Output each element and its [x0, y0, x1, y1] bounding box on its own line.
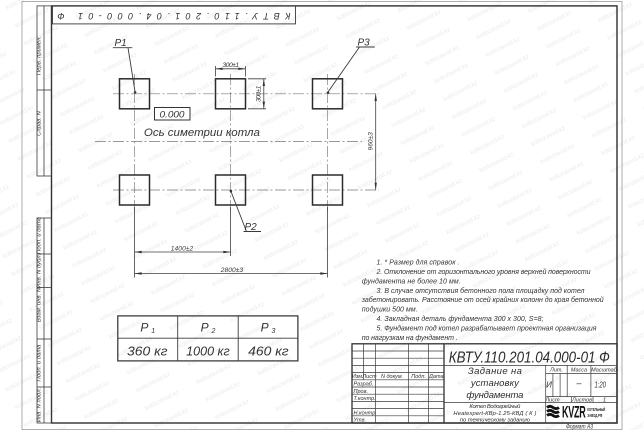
svg-text:2. Отклонение от горизонтальн: 2. Отклонение от горизонтального уровня …	[376, 268, 591, 276]
svg-text:фундамента: фундамента	[466, 390, 523, 401]
svg-text:Взам. инв. N: Взам. инв. N	[37, 287, 43, 322]
svg-text:Подп. и дата: Подп. и дата	[37, 216, 43, 254]
svg-text:–: –	[575, 378, 582, 388]
svg-text:Подп. и дата: Подп. и дата	[37, 344, 43, 382]
svg-text:Лист: Лист	[361, 374, 377, 380]
svg-text:КВТУ.110.201.04.000-01 Ф: КВТУ.110.201.04.000-01 Ф	[449, 350, 610, 367]
svg-text:Т.контр.: Т.контр.	[354, 396, 376, 402]
svg-text:4. Закладная деталь фундамент: 4. Закладная деталь фундамента 300 х 300…	[377, 315, 544, 323]
svg-text:Инв. N подл.: Инв. N подл.	[37, 388, 43, 422]
svg-text:2800±3: 2800±3	[220, 267, 244, 274]
svg-text:Н.контр.: Н.контр.	[354, 410, 377, 416]
svg-text:1000 кг: 1000 кг	[186, 345, 230, 359]
svg-text:960±3: 960±3	[367, 132, 374, 151]
svg-text:Задание на: Задание на	[468, 366, 522, 377]
svg-text:фундамента не более 10 мм.: фундамента не более 10 мм.	[362, 277, 461, 285]
svg-text:забетонировать. Расстояние от: забетонировать. Расстояние от осей крайн…	[361, 296, 604, 304]
svg-text:Лит.: Лит.	[549, 367, 563, 373]
svg-text:по техническому заданию: по техническому заданию	[460, 417, 531, 423]
svg-text:Котел Водогрейный: Котел Водогрейный	[469, 403, 521, 410]
svg-text:Разраб.: Разраб.	[354, 382, 374, 388]
svg-text:N докум.: N докум.	[381, 374, 403, 380]
svg-text:5. Фундамент под котел разраб: 5. Фундамент под котел разрабатывает про…	[377, 324, 597, 332]
svg-text:Перв. примен.: Перв. примен.	[37, 36, 43, 75]
svg-text:Инв. N дубл.: Инв. N дубл.	[37, 254, 43, 288]
svg-text:460 кг: 460 кг	[248, 345, 289, 359]
svg-text:360 кг: 360 кг	[127, 345, 168, 359]
svg-text:1400±2: 1400±2	[171, 245, 194, 252]
svg-text:Дата: Дата	[428, 374, 444, 380]
svg-text:Пров.: Пров.	[354, 389, 369, 395]
svg-text:3. В случае отсутствия бетонн: 3. В случае отсутствия бетонного пола пл…	[377, 287, 585, 295]
svg-text:по нагрузкам на фундамент .: по нагрузкам на фундамент .	[362, 334, 458, 342]
svg-text:1: 1	[603, 398, 606, 404]
svg-text:1:20: 1:20	[594, 380, 606, 389]
svg-text:Лист: Лист	[544, 398, 560, 404]
svg-text:Изм.: Изм.	[352, 374, 364, 380]
svg-text:KVZR: KVZR	[562, 403, 586, 422]
svg-text:P3: P3	[358, 37, 371, 48]
svg-text:Подп.: Подп.	[411, 374, 426, 380]
svg-text:Ось симетрии котла: Ось симетрии котла	[144, 127, 260, 139]
svg-text:P1: P1	[115, 38, 127, 49]
svg-text:Масса: Масса	[571, 367, 587, 373]
svg-text:И: И	[546, 380, 552, 389]
svg-text:P2: P2	[245, 222, 258, 233]
svg-text:подушки 500 мм.: подушки 500 мм.	[362, 306, 418, 314]
svg-text:300±1: 300±1	[255, 85, 262, 102]
svg-text:1. * Размер для справок .: 1. * Размер для справок .	[377, 259, 460, 267]
svg-text:Масштаб: Масштаб	[591, 367, 618, 373]
svg-text:Утв.: Утв.	[353, 418, 367, 424]
svg-text:0.000: 0.000	[160, 109, 186, 120]
svg-text:Формат А3: Формат А3	[566, 423, 593, 430]
svg-text:КОТЕЛЬНЫЙ: КОТЕЛЬНЫЙ	[587, 405, 605, 412]
svg-text:Справ. N: Справ. N	[37, 110, 43, 135]
svg-text:Листов: Листов	[571, 398, 592, 404]
svg-text:установку: установку	[470, 378, 520, 389]
svg-text:Heatexpert-КВр-1.25-КВД ( К ): Heatexpert-КВр-1.25-КВД ( К )	[453, 411, 536, 417]
svg-text:ЗАВОД.РФ: ЗАВОД.РФ	[587, 413, 602, 418]
svg-text:300±1: 300±1	[223, 62, 240, 69]
